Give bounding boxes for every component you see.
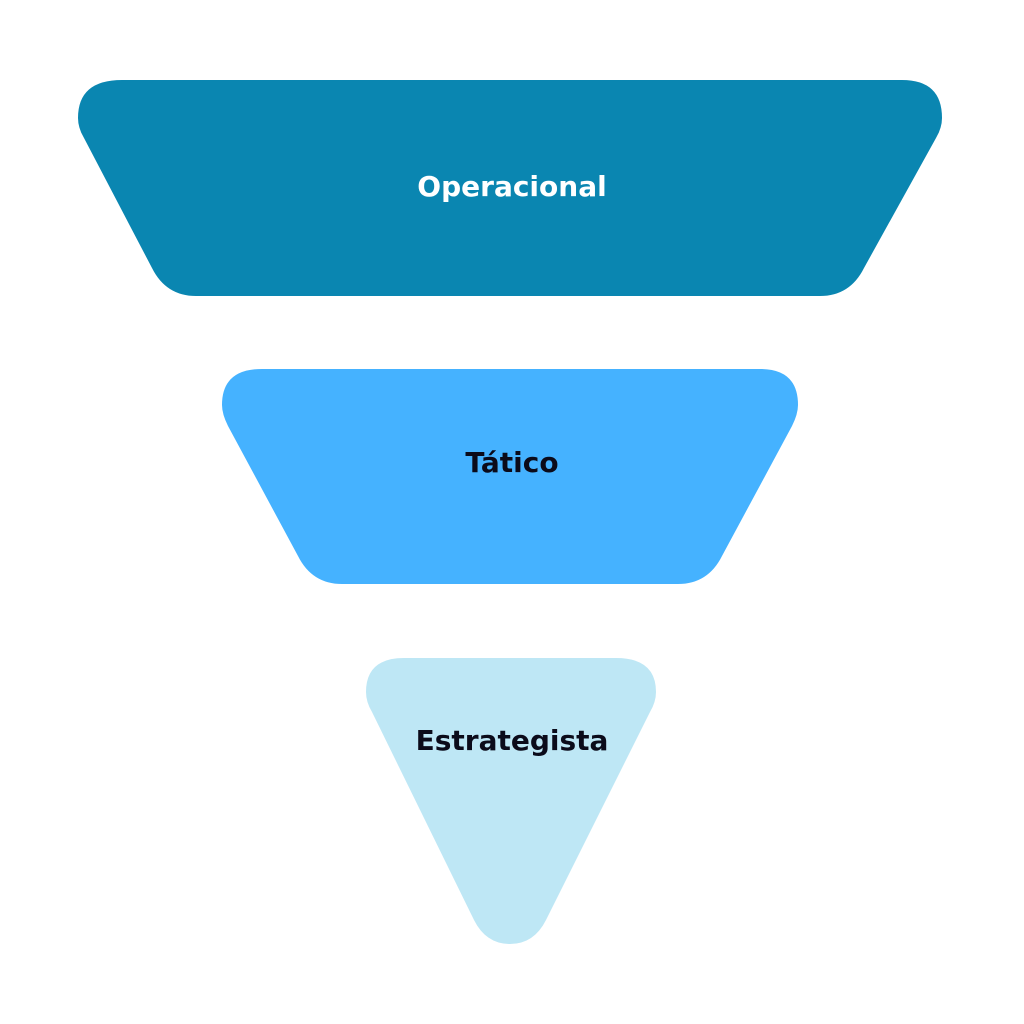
funnel-label-operacional: Operacional <box>417 170 606 203</box>
funnel-shape-operacional <box>78 80 942 296</box>
funnel-stage-operacional: Operacional <box>78 80 942 296</box>
funnel-shape-estrategista <box>366 658 656 944</box>
funnel-label-estrategista: Estrategista <box>416 724 609 757</box>
funnel-label-tatico: Tático <box>465 446 558 479</box>
funnel-stage-tatico: Tático <box>222 369 798 584</box>
funnel-shape-tatico <box>222 369 798 584</box>
funnel-stage-estrategista: Estrategista <box>366 658 656 944</box>
